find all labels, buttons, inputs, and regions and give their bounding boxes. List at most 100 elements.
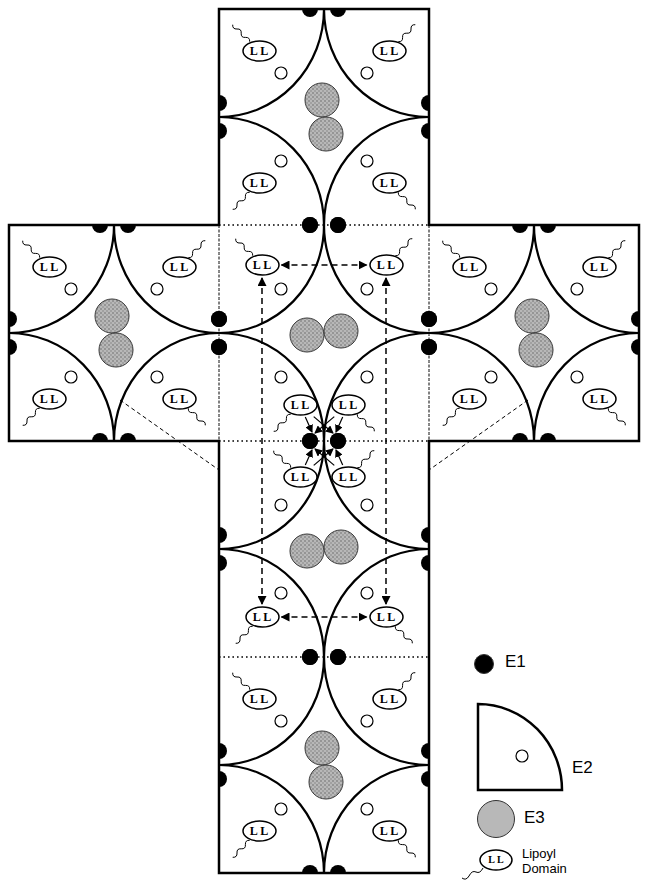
e3-texture [519,333,553,367]
e2-site [275,67,287,79]
lipoyl-domain: L L [242,172,277,194]
e2-site [275,371,287,383]
e2-site [275,499,287,511]
lipoyl-label: L L [460,392,478,406]
lipoyl-domain: L L [331,394,366,416]
lipoyl-tail [443,241,460,258]
lipoyl-tail [233,192,250,209]
lipoyl-label: L L [590,260,608,274]
lipoyl-tail [357,451,374,468]
e1-dot [211,311,227,327]
lipoyl-tail [274,451,291,468]
lipoyl-sample-label: L L [488,854,503,866]
lipoyl-tail [398,840,415,857]
e2-site [485,283,497,295]
lipoyl-domain: L L [372,40,407,62]
e2-sample [478,704,562,790]
lipoyl-domain: L L [32,388,67,410]
lipoyl-label: L L [253,610,271,624]
e1-dot [330,217,346,233]
e1-dot [211,311,227,327]
lipoyl-label: L L [250,176,268,190]
e3-texture [305,83,339,117]
e3-dimer [309,117,343,151]
e2-site [361,587,373,599]
lipoyl-domain: L L [245,254,280,276]
e3-texture [95,299,129,333]
e1-dot [330,649,346,665]
e2-site [151,283,163,295]
dashed-connector [282,264,367,266]
e1-dot [302,217,318,233]
lipoyl-label: L L [377,610,395,624]
lipoyl-label: L L [250,44,268,58]
lipoyl-tail [398,673,415,690]
lipoyl-label: L L [339,470,357,484]
lipoyl-domain: L L [242,688,277,710]
e2-site [361,803,373,815]
lipoyl-domain: L L [369,606,404,628]
lipoyl-label: L L [253,258,271,272]
e2-site [361,715,373,727]
e1-dot [421,339,437,355]
e1-dot [330,217,346,233]
e3-texture [515,299,549,333]
face-edge [219,657,429,873]
lipoyl-domain: L L [331,466,366,488]
e2-site [65,283,77,295]
lipoyl-tail [233,673,250,690]
e2-site [275,803,287,815]
e2-site [361,371,373,383]
transfer-arrow [336,417,343,432]
lipoyl-tail [443,408,460,425]
lipoyl-tail [23,408,40,425]
e2-trimers [219,225,429,441]
lipoyl-domain: L L [242,40,277,62]
e2-trimers [219,441,429,657]
lipoyl-label: L L [170,260,188,274]
lipoyl-label: L L [291,398,309,412]
e2-site [571,371,583,383]
e2-quarter [429,333,534,441]
e3-dimer [290,318,324,352]
lipoyl-tail [274,414,291,431]
lipoyl-tail [188,241,205,258]
e1-dot [211,339,227,355]
e2-site [65,371,77,383]
lipoyl-label: L L [590,392,608,406]
lipoyl-tail [236,239,253,256]
face-edge [219,9,429,225]
e1-dot [302,649,318,665]
lipoyl-tail-sample [462,868,483,879]
e3-texture [290,318,324,352]
lipoyl-domain: L L [372,820,407,842]
lipoyl-label: L L [380,176,398,190]
lipoyl-label: L L [291,470,309,484]
lipoyl-domain: L L [372,172,407,194]
e1-dot [302,217,318,233]
face-edge [9,225,219,441]
transfer-arrow [315,417,334,433]
transfer-arrow [336,450,343,465]
e2-site [275,587,287,599]
e2-site [151,371,163,383]
e3-dimer [309,765,343,799]
face-edge [429,225,639,441]
e3-dimer [515,299,549,333]
e2-trimers [429,225,639,441]
dashed-connector [385,278,387,604]
e2-site [361,155,373,167]
e2-site [275,155,287,167]
e2-site [485,371,497,383]
e3-dimer [290,534,324,568]
e1-dot [211,339,227,355]
e2-quarter [219,765,324,873]
transfer-arrow [314,417,333,433]
lipoyl-domain: L L [283,394,318,416]
e3-texture [99,333,133,367]
e3-dimer [305,731,339,765]
e3-dimer [519,333,553,367]
